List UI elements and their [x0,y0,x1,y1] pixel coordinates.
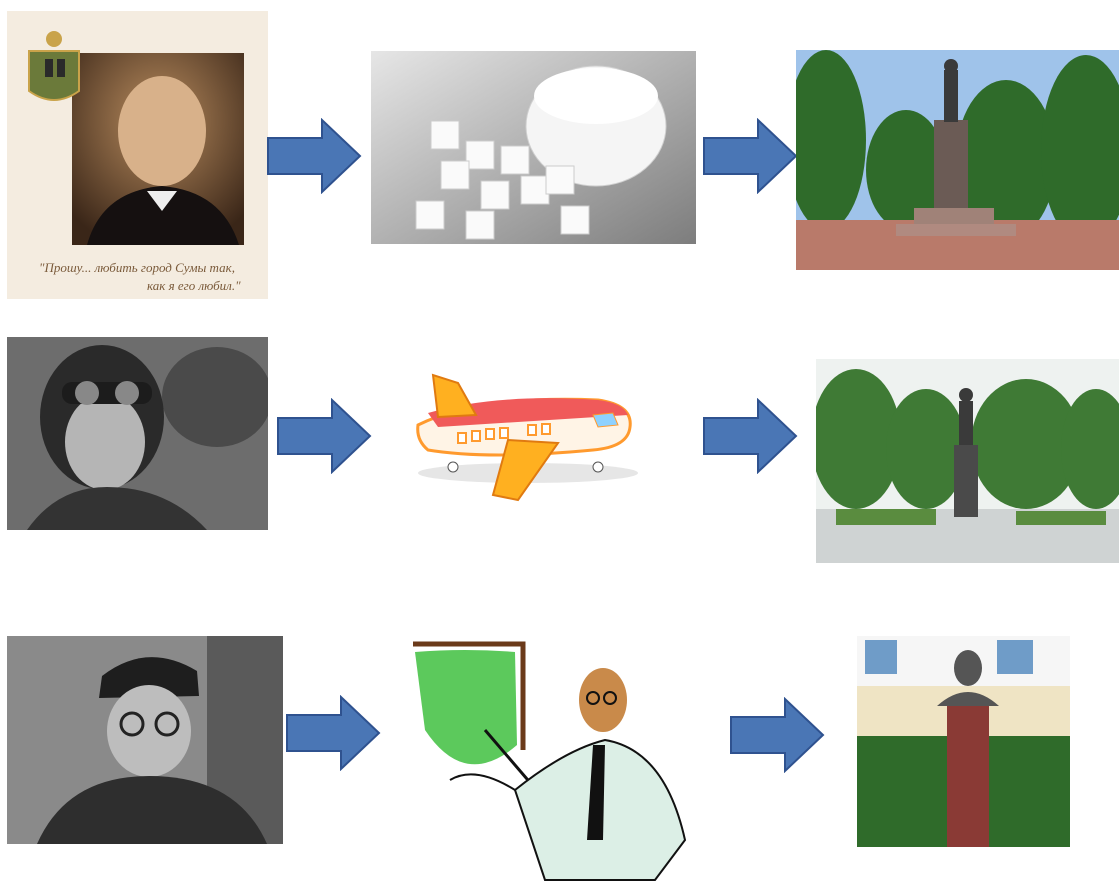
right-arrow-icon [702,398,798,474]
arrow-right-r3-a [285,695,381,771]
portrait-quote-line-1: "Прошу... любить город Сумы так, [39,259,235,277]
middle-image-3 [405,640,695,882]
right-arrow-icon [702,118,798,194]
middle-image-2 [398,355,660,515]
portrait-2 [7,337,268,530]
pilot-statue-in-park-icon [816,359,1119,563]
cartoon-airplane-icon [398,355,660,515]
portrait-3 [7,636,283,844]
statue-in-square-icon [796,50,1119,270]
man-with-glasses-icon [7,636,283,844]
middle-image-1 [371,51,696,244]
right-arrow-icon [729,697,825,773]
right-arrow-icon [276,398,372,474]
monument-photo-2 [816,359,1119,563]
arrow-right-r2-b [702,398,798,474]
portrait-quote-line-2: как я его любил." [147,277,241,295]
right-arrow-icon [285,695,381,771]
monument-photo-3 [857,636,1070,847]
arrow-right-r1-a [266,118,362,194]
sugar-bowl-and-cubes-icon [371,51,696,244]
portrait-bald-man-icon [7,11,268,299]
teacher-at-blackboard-icon [405,640,695,882]
arrow-right-r2-a [276,398,372,474]
arrow-right-r1-b [702,118,798,194]
arrow-right-r3-b [729,697,825,773]
portrait-1: "Прошу... любить город Сумы так, как я е… [7,11,268,299]
right-arrow-icon [266,118,362,194]
bust-on-pedestal-icon [857,636,1070,847]
pilot-in-helmet-icon [7,337,268,530]
monument-photo-1 [796,50,1119,270]
